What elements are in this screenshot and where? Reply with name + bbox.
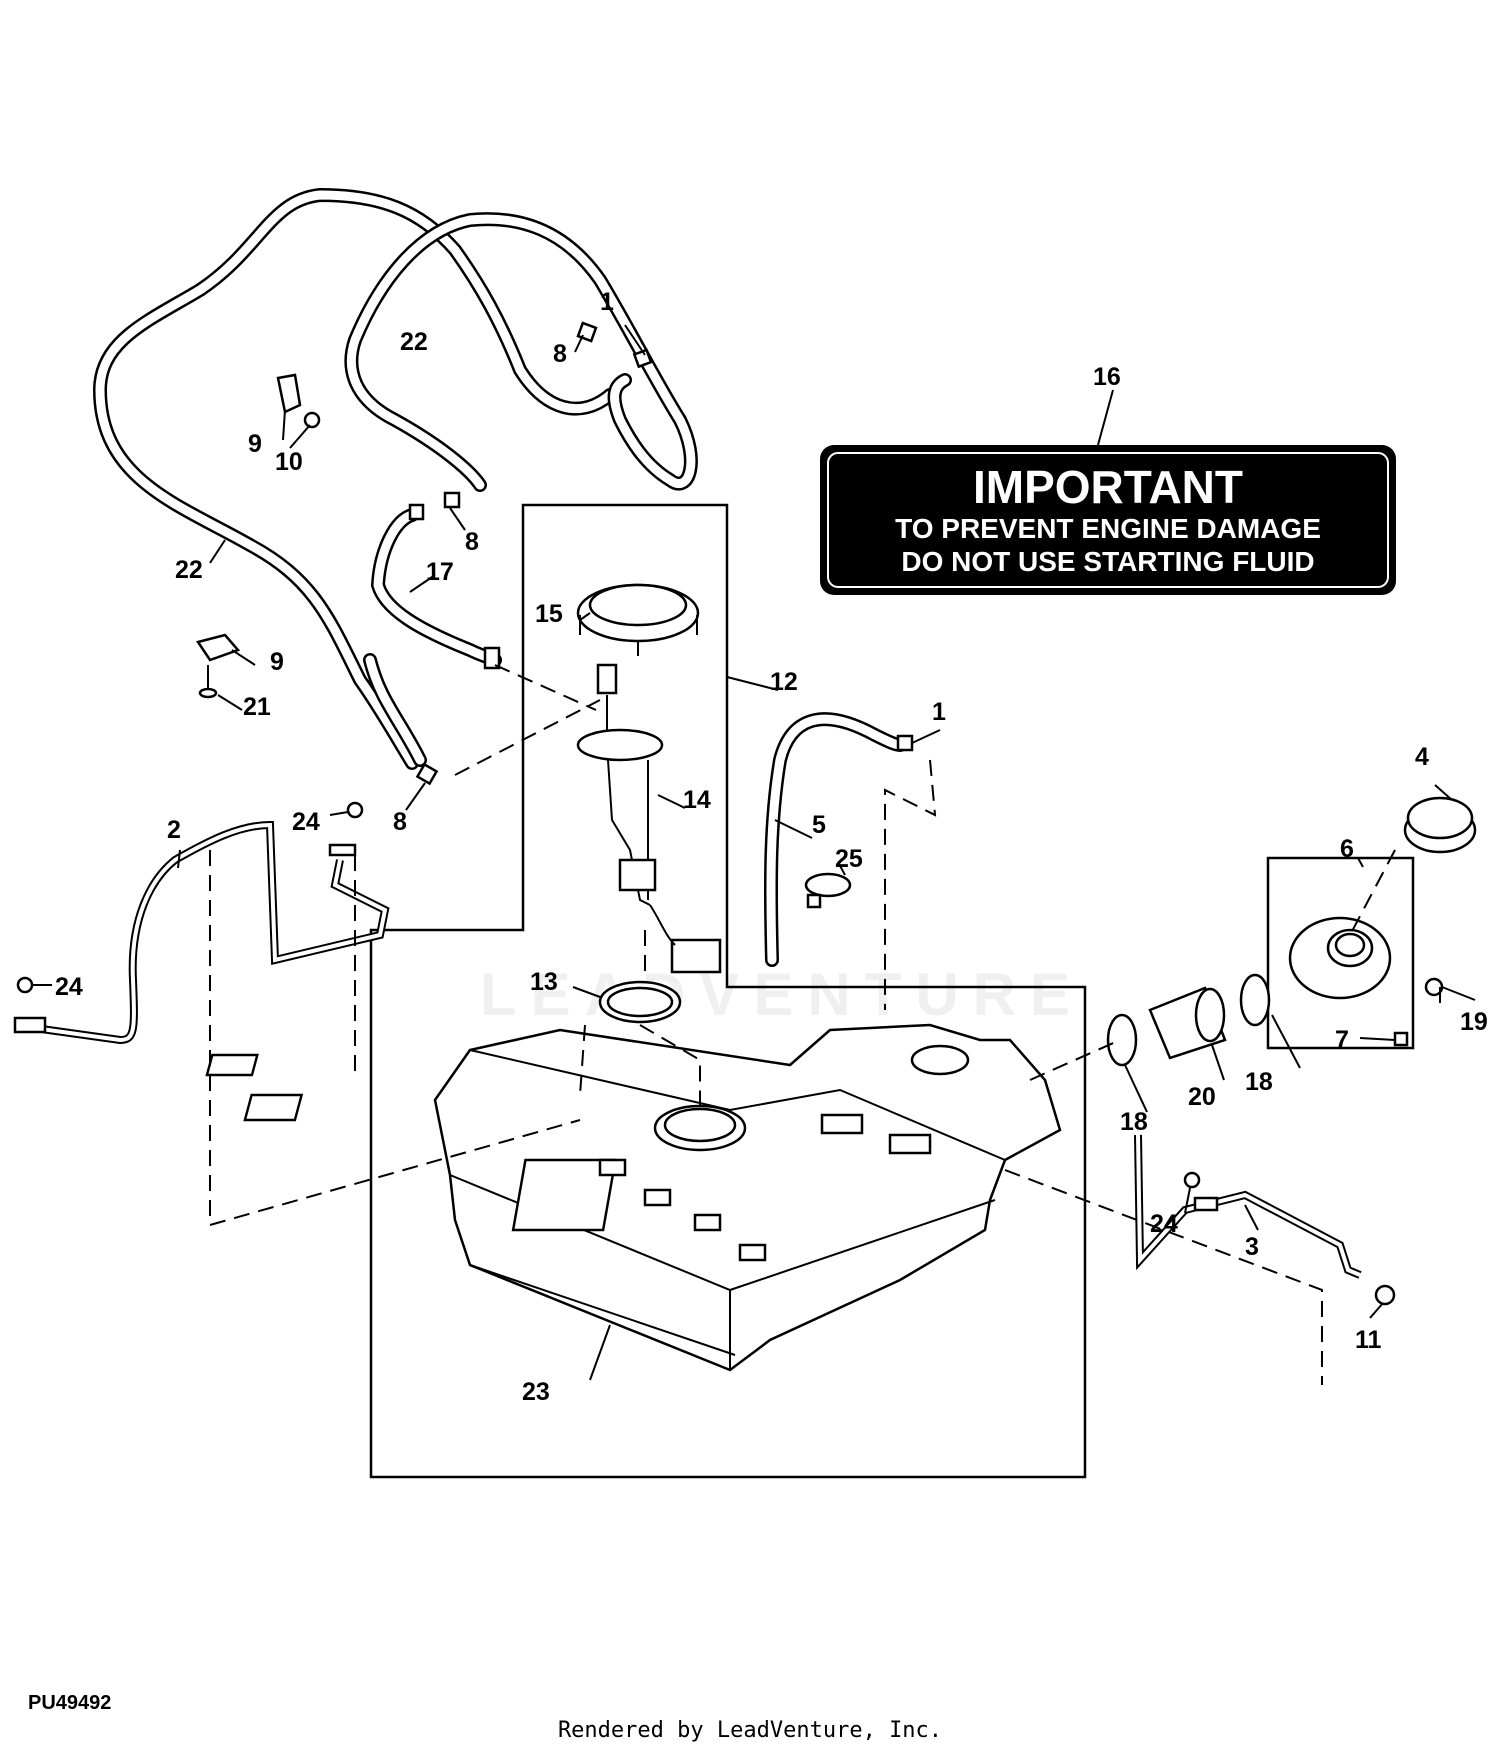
bolt-24-left: [16, 976, 34, 994]
callout-21: 21: [243, 693, 271, 721]
hose-clamp-1-top: [632, 348, 653, 369]
callout-17: 17: [426, 558, 454, 586]
fuel-hose-17: [371, 508, 502, 670]
vent-hose-22-top-loop: [363, 653, 427, 767]
hose-clamp-8-low: [415, 762, 439, 786]
callout-8-top: 8: [553, 340, 567, 368]
callout-3: 3: [1245, 1233, 1259, 1261]
callout-1-top: 1: [600, 288, 614, 316]
hose-clamp-18-left: [1106, 1013, 1138, 1067]
seal-ring-13: [598, 980, 682, 1024]
filler-neck-detail-box: [1266, 856, 1415, 1050]
callout-19: 19: [1460, 1008, 1488, 1036]
callout-24-right: 24: [1150, 1210, 1178, 1238]
callout-6: 6: [1340, 835, 1354, 863]
callout-22-left: 22: [175, 556, 203, 584]
filler-screen-20: [1148, 986, 1227, 1060]
clamp-25: [804, 872, 852, 909]
bolt-24-top: [328, 801, 364, 857]
callout-22-right: 22: [400, 328, 428, 356]
hose-clamp-8-mid-a: [408, 503, 425, 521]
callout-24-left: 24: [55, 973, 83, 1001]
fuel-cap-4: [1403, 796, 1477, 854]
callout-11: 11: [1355, 1326, 1382, 1354]
assembly-outline-box: [369, 503, 1087, 1479]
tank-recess-pads: [205, 1053, 932, 1262]
hose-clamp-8-mid-b: [443, 491, 461, 509]
callout-8-low: 8: [393, 808, 407, 836]
decal-title: IMPORTANT: [973, 461, 1243, 513]
clip-9-lower: [195, 633, 241, 662]
callout-15: 15: [535, 600, 563, 628]
callout-16: 16: [1093, 363, 1121, 391]
callout-25: 25: [835, 845, 863, 873]
callout-18-right: 18: [1245, 1068, 1273, 1096]
support-rod-3: [1134, 1134, 1362, 1279]
callout-9-lower: 9: [270, 648, 284, 676]
fuel-tank-23: [205, 1023, 1062, 1372]
callout-2: 2: [167, 816, 181, 844]
assembly-dash-lines: [209, 640, 1396, 1385]
callout-14: 14: [683, 786, 711, 814]
warning-decal-16: IMPORTANT TO PREVENT ENGINE DAMAGE DO NO…: [820, 445, 1396, 595]
hose-clamp-1-right: [896, 734, 914, 752]
decal-line-2: TO PREVENT ENGINE DAMAGE: [895, 513, 1321, 544]
callout-20: 20: [1188, 1083, 1216, 1111]
callout-18-left: 18: [1120, 1108, 1148, 1136]
nut-11: [1374, 1284, 1396, 1306]
rendered-by-footer: Rendered by LeadVenture, Inc.: [557, 1718, 943, 1743]
decal-line-3: DO NOT USE STARTING FLUID: [901, 546, 1314, 577]
screw-7: [1393, 1031, 1409, 1047]
fuel-pump-sender-14: [576, 663, 722, 974]
callout-24-top: 24: [292, 808, 320, 836]
callout-7: 7: [1335, 1026, 1349, 1054]
screw-21: [198, 665, 218, 699]
callout-13: 13: [530, 968, 558, 996]
bolt-24-right: [1183, 1171, 1201, 1189]
support-rod-2: [13, 820, 390, 1045]
fuel-hose-5: [763, 712, 907, 967]
hose-clamp-18-right: [1239, 973, 1271, 1027]
watermark: LEADVENTURE: [480, 961, 1085, 1028]
callout-23: 23: [522, 1378, 550, 1406]
callout-4: 4: [1415, 743, 1429, 771]
screw-10: [303, 411, 321, 429]
vent-hose-22-left: [93, 188, 617, 770]
vent-hose-22-right: [344, 212, 698, 492]
filler-neck-6: [1288, 916, 1392, 1000]
lock-ring-15: [576, 583, 700, 643]
callout-12: 12: [770, 668, 798, 696]
diagram-id: PU49492: [28, 1692, 112, 1714]
leader-lines: [33, 324, 1476, 1381]
callout-5: 5: [812, 811, 826, 839]
callout-8-mid: 8: [465, 528, 479, 556]
clip-9-upper: [276, 373, 302, 414]
callout-10: 10: [275, 448, 303, 476]
callout-numbers: 1 1 2 3 4 5 6 7 8 8 8 9 9 10 11 12 13 14…: [55, 288, 1488, 1406]
callout-9-upper: 9: [248, 430, 262, 458]
callout-1-right: 1: [932, 698, 946, 726]
